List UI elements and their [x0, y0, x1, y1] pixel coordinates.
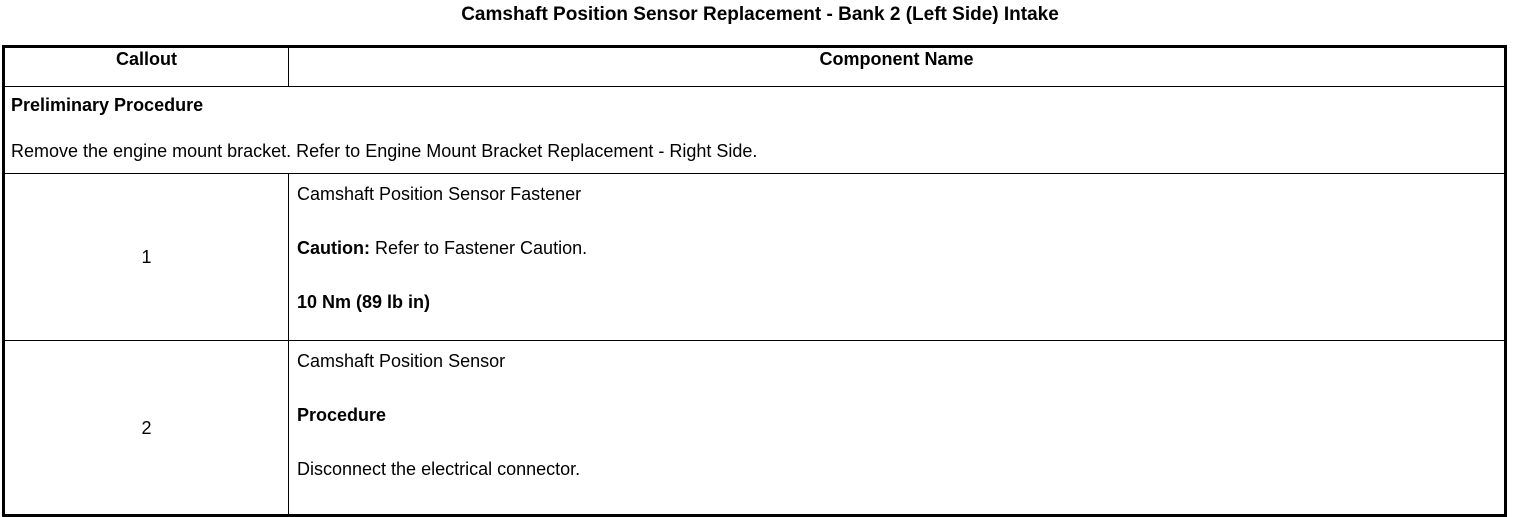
preliminary-procedure-text: Remove the engine mount bracket. Refer t… — [11, 141, 758, 161]
torque-spec-line: 10 Nm (89 lb in) — [297, 292, 431, 312]
procedure-table: Callout Component Name Preliminary Proce… — [2, 45, 1507, 517]
component-name-line: Camshaft Position Sensor — [297, 351, 506, 371]
table-header: Callout Component Name — [3, 46, 1506, 87]
table-row: 1 Camshaft Position Sensor Fastener Caut… — [3, 173, 1506, 341]
column-header-component-name: Component Name — [288, 46, 1506, 87]
component-cell-2: Camshaft Position Sensor Procedure Disco… — [288, 340, 1506, 516]
caution-label: Caution: — [297, 238, 370, 258]
callout-number-1: 1 — [3, 173, 289, 341]
preliminary-procedure-heading: Preliminary Procedure — [11, 95, 204, 115]
table-row: 2 Camshaft Position Sensor Procedure Dis… — [3, 340, 1506, 516]
table-body: Preliminary Procedure Remove the engine … — [3, 86, 1506, 516]
page-title: Camshaft Position Sensor Replacement - B… — [461, 4, 1059, 25]
procedure-label: Procedure — [297, 405, 387, 425]
caution-text: Refer to Fastener Caution. — [369, 238, 588, 258]
callout-number-2: 2 — [3, 340, 289, 516]
column-header-callout: Callout — [3, 46, 289, 87]
procedure-step-line: Disconnect the electrical connector. — [297, 459, 581, 479]
service-procedure-page: Camshaft Position Sensor Replacement - B… — [2, 4, 1507, 517]
preliminary-procedure-cell: Preliminary Procedure Remove the engine … — [3, 86, 1506, 174]
component-name-line: Camshaft Position Sensor Fastener — [297, 184, 582, 204]
component-cell-1: Camshaft Position Sensor Fastener Cautio… — [288, 173, 1506, 341]
caution-line: Caution: Refer to Fastener Caution. — [297, 236, 1498, 260]
table-row-preliminary: Preliminary Procedure Remove the engine … — [3, 86, 1506, 174]
table-header-row: Callout Component Name — [3, 46, 1506, 87]
